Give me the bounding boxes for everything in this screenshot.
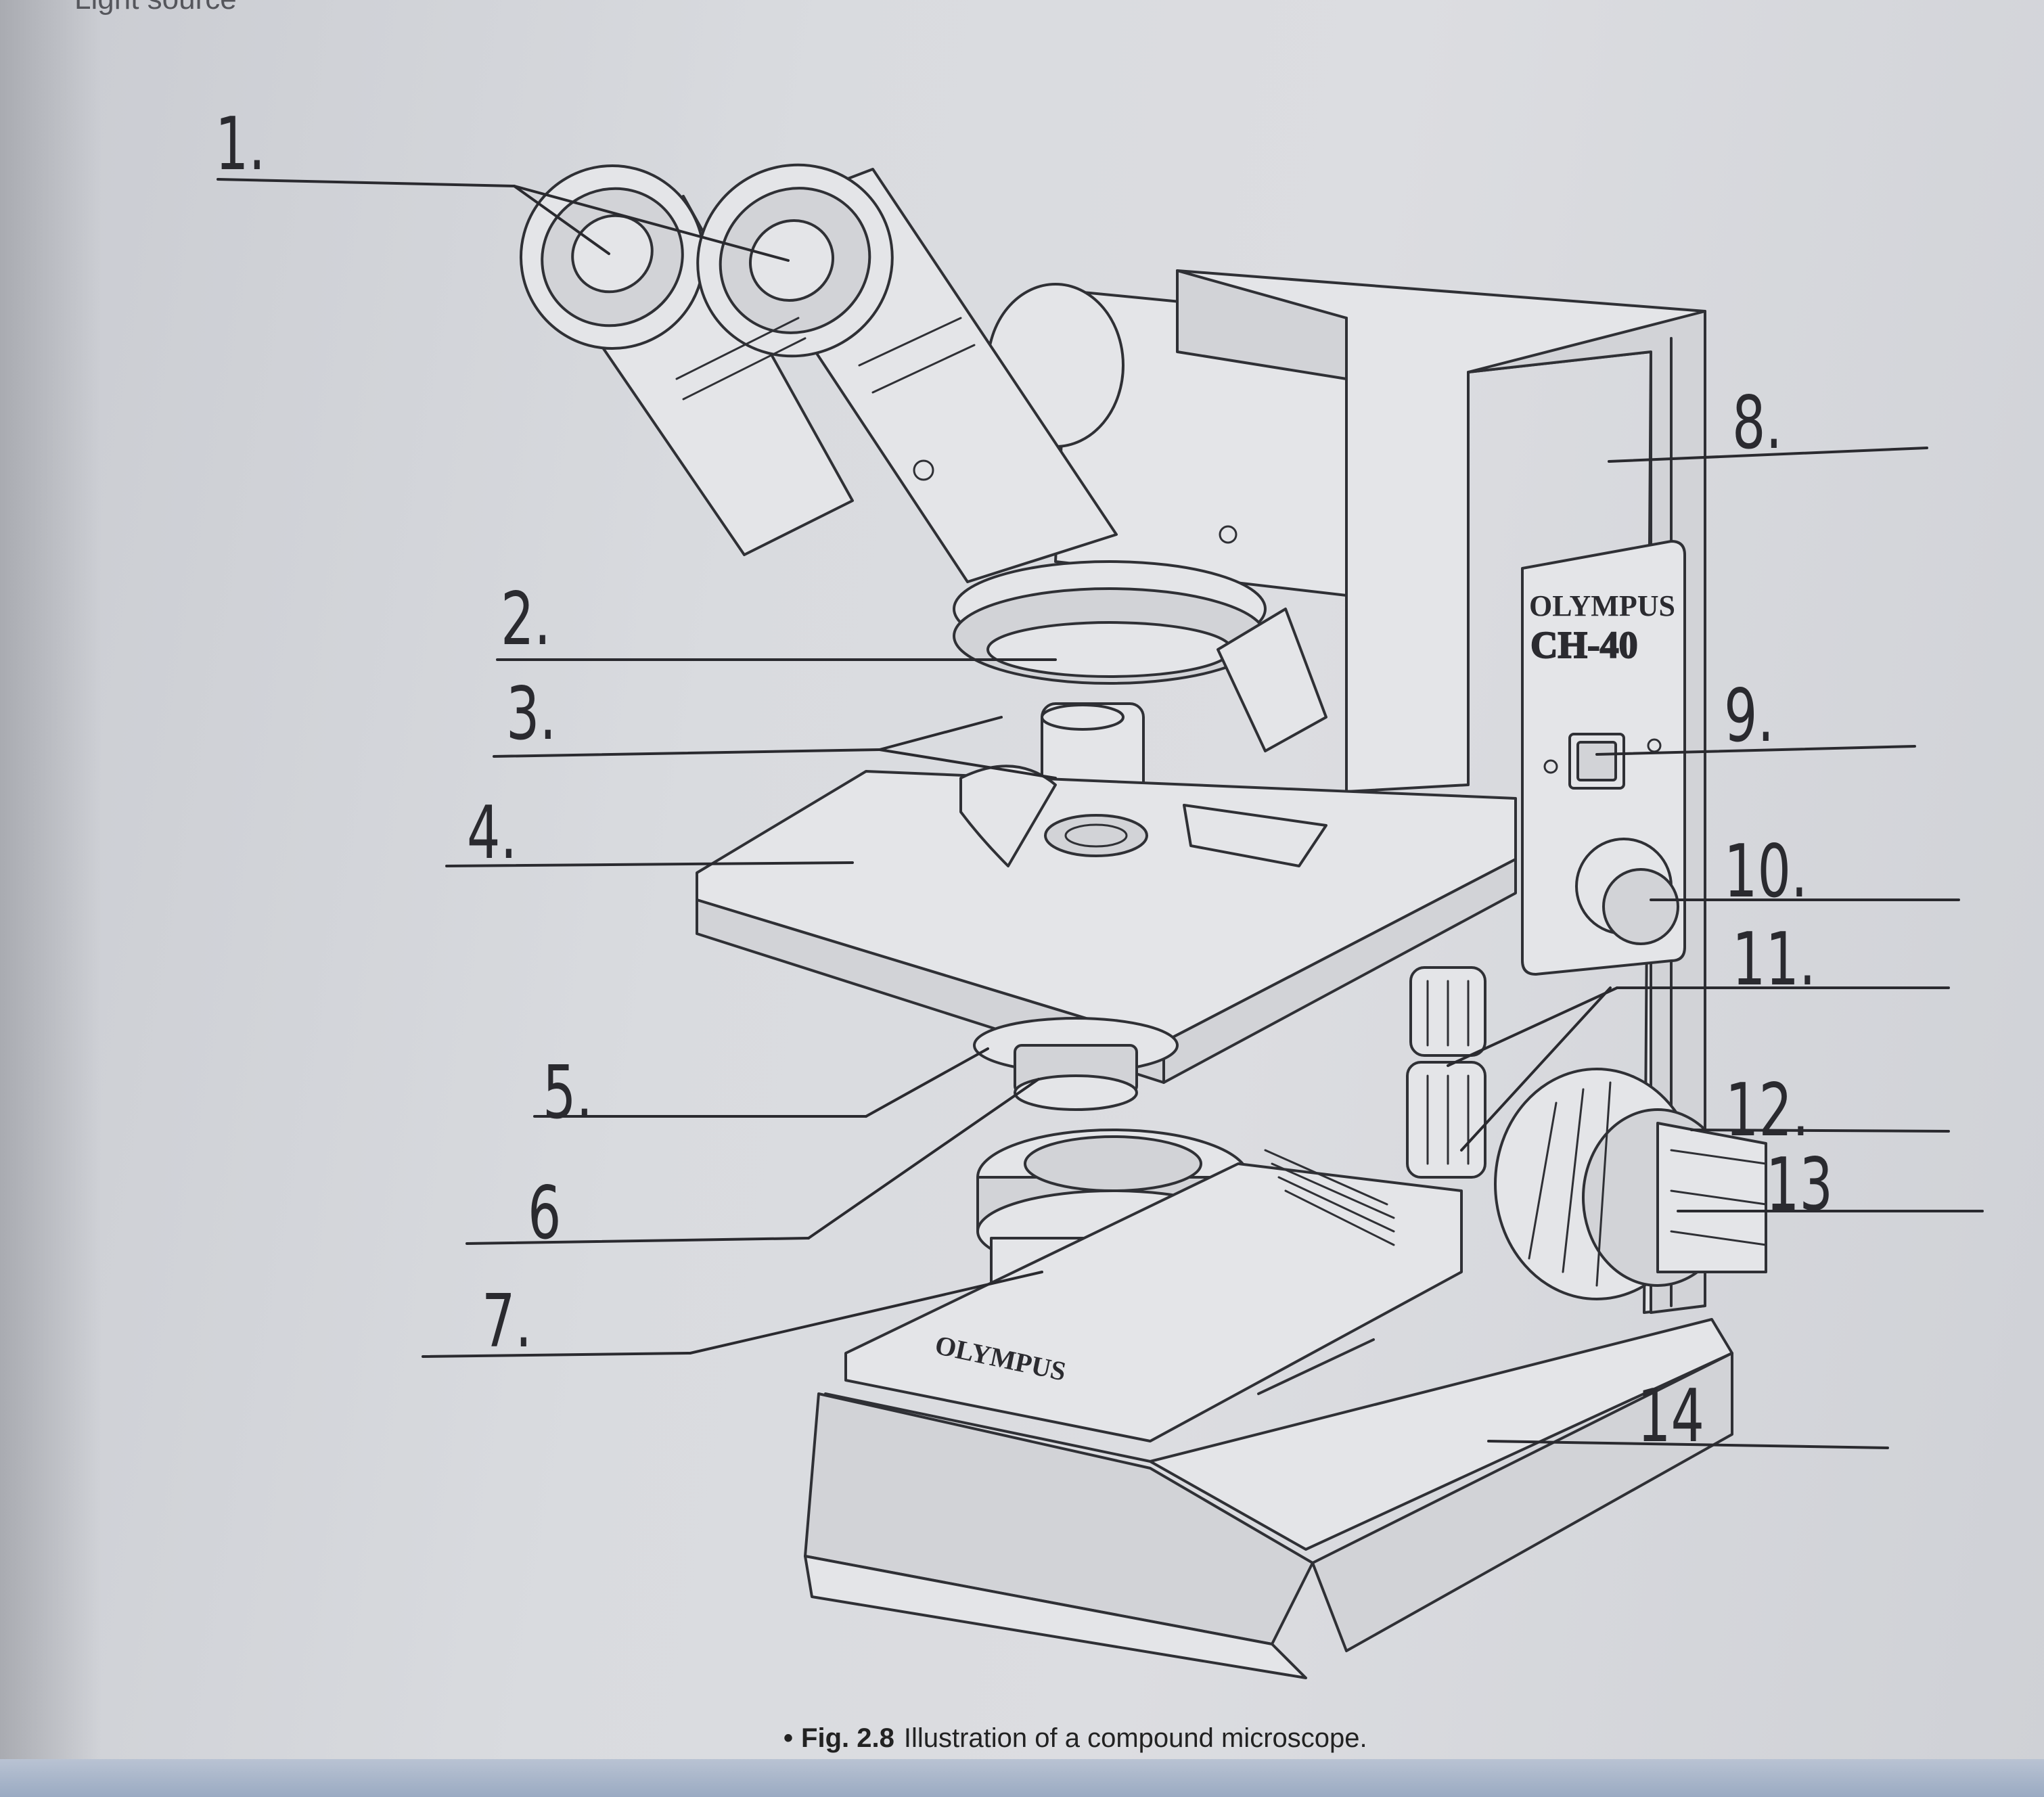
stage-control-knobs[interactable]	[1406, 966, 1486, 1179]
label-9: 9.	[1724, 674, 1775, 758]
cut-off-header-text: Light source	[74, 0, 237, 16]
background-surface	[0, 1759, 2044, 1797]
caption-figure-number: Fig. 2.8	[801, 1723, 894, 1753]
microscope-base: OLYMPUS	[804, 1149, 1733, 1679]
label-11: 11.	[1732, 917, 1816, 1002]
label-10: 10.	[1724, 829, 1808, 914]
power-switch[interactable]	[1543, 733, 1662, 790]
model-name: CH-40	[1530, 624, 1638, 666]
label-14: 14	[1637, 1374, 1704, 1459]
light-intensity-knob[interactable]	[1575, 838, 1679, 945]
figure-caption: •Fig. 2.8 Illustration of a compound micr…	[783, 1723, 1367, 1754]
label-2: 2.	[501, 577, 551, 662]
label-13: 13	[1766, 1143, 1833, 1227]
label-5: 5.	[543, 1051, 593, 1135]
caption-bullet: •	[783, 1723, 794, 1753]
caption-text: Illustration of a compound microscope.	[903, 1723, 1367, 1753]
leader-lines	[217, 178, 1984, 1449]
label-4: 4.	[467, 791, 518, 875]
label-3: 3.	[506, 672, 557, 756]
label-7: 7.	[482, 1279, 532, 1364]
focus-knobs[interactable]	[1494, 1068, 1767, 1300]
label-1: 1.	[215, 102, 266, 187]
label-6: 6	[528, 1171, 562, 1256]
page-shadow	[0, 0, 101, 1797]
condenser[interactable]	[973, 1017, 1179, 1111]
label-12: 12.	[1725, 1068, 1809, 1153]
label-8: 8.	[1732, 381, 1783, 465]
arm-brand-logo: OLYMPUS	[1529, 589, 1675, 622]
